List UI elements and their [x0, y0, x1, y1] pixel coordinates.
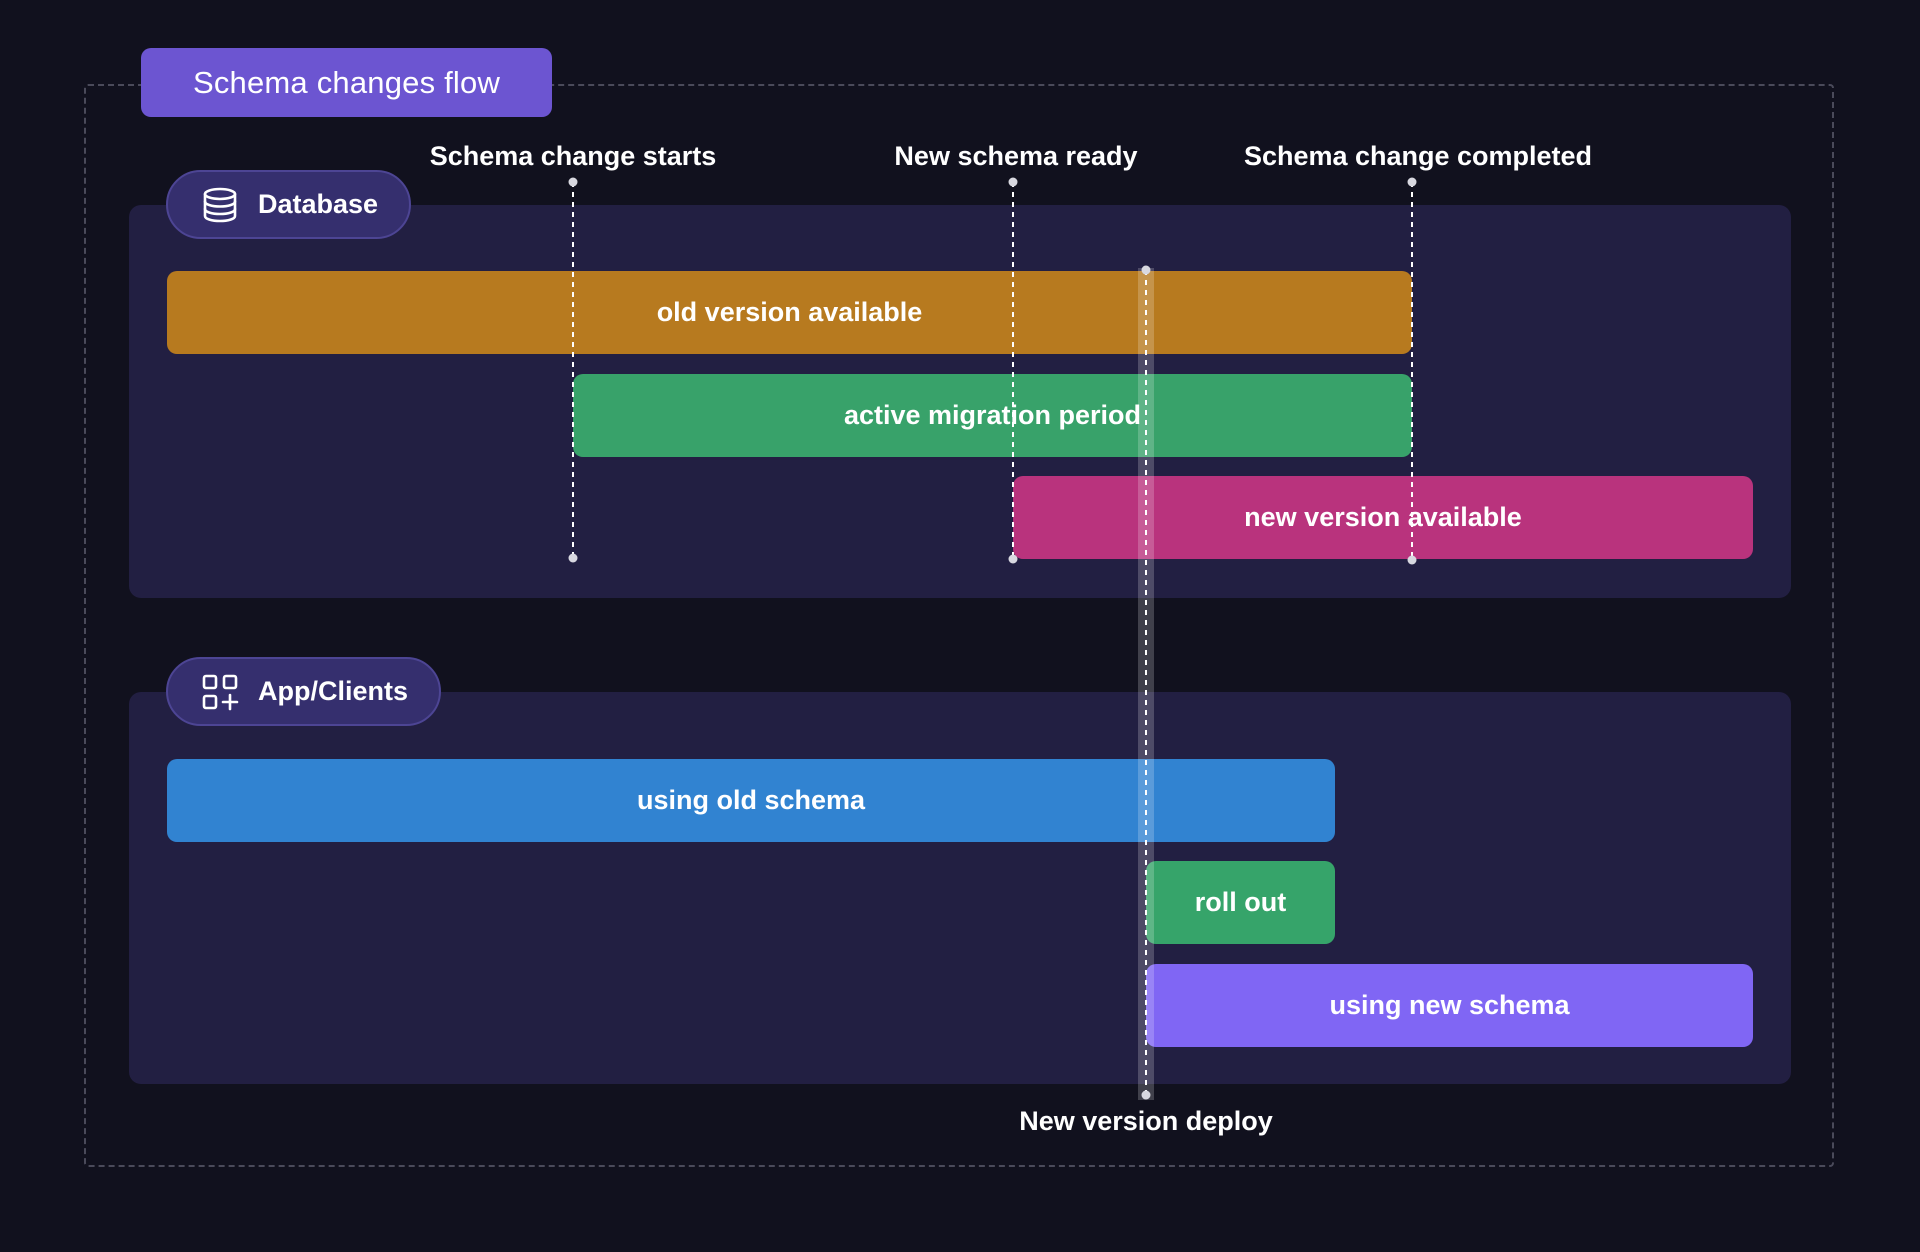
bar-roll-out-label: roll out	[1194, 887, 1287, 917]
diagram-frame	[84, 84, 1834, 1167]
app-clients-section-label: App/Clients	[166, 657, 441, 726]
bar-new-version-available: new version available	[1013, 476, 1753, 559]
apps-add-icon	[201, 673, 239, 711]
milestone-schema-change-completed: Schema change completed	[1243, 141, 1593, 171]
bar-using-old-schema: using old schema	[167, 759, 1335, 842]
database-section-label: Database	[166, 170, 411, 239]
bar-old-version-available: old version available	[167, 271, 1412, 354]
database-icon	[201, 186, 239, 224]
bar-active-migration-period: active migration period	[573, 374, 1412, 457]
bar-new-version-available-label: new version available	[1244, 502, 1522, 532]
bar-roll-out: roll out	[1146, 861, 1335, 944]
bar-using-new-schema: using new schema	[1146, 964, 1753, 1047]
milestone-new-schema-ready: New schema ready	[894, 141, 1138, 171]
milestone-schema-change-starts: Schema change starts	[429, 141, 717, 171]
bar-using-old-schema-label: using old schema	[636, 785, 866, 815]
app-clients-label: App/Clients	[258, 676, 409, 706]
bar-old-version-available-label: old version available	[656, 297, 923, 327]
bar-active-migration-period-label: active migration period	[843, 400, 1142, 430]
database-label: Database	[258, 189, 379, 219]
bar-using-new-schema-label: using new schema	[1329, 990, 1570, 1020]
diagram-title: Schema changes flow	[141, 48, 552, 117]
milestone-new-version-deploy: New version deploy	[1019, 1106, 1273, 1136]
